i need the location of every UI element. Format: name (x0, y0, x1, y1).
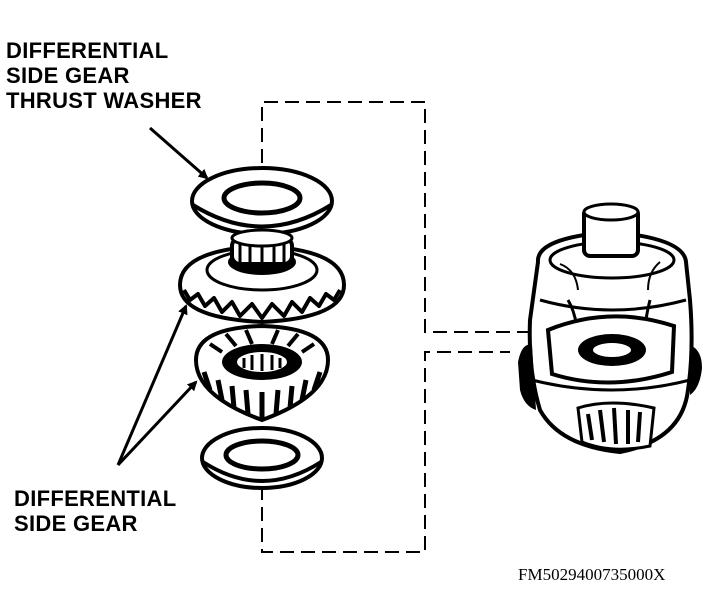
upper-side-gear (177, 228, 347, 325)
thrust-washer-label-line3: THRUST WASHER (6, 88, 202, 113)
side-gear-label-line1: DIFFERENTIAL (14, 486, 177, 511)
gear-leader-arrow-lower (116, 380, 198, 467)
washer-leader-arrow (149, 126, 209, 180)
lower-side-gear (193, 323, 331, 423)
differential-case (518, 202, 702, 455)
lower-thrust-washer (200, 426, 324, 490)
assembly-guide-lines (261, 101, 610, 553)
upper-guide-line (261, 101, 610, 333)
thrust-washer-label: DIFFERENTIAL SIDE GEAR THRUST WASHER (6, 38, 202, 113)
side-gear-label-line2: SIDE GEAR (14, 511, 138, 536)
thrust-washer-label-line1: DIFFERENTIAL (6, 38, 169, 63)
side-gear-label: DIFFERENTIAL SIDE GEAR (14, 486, 176, 536)
figure-reference-code: FM5029400735000X (518, 565, 666, 584)
upper-thrust-washer (190, 166, 334, 236)
thrust-washer-label-line2: SIDE GEAR (6, 63, 130, 88)
leader-arrows (116, 126, 209, 467)
gear-leader-arrow-upper (116, 304, 188, 466)
